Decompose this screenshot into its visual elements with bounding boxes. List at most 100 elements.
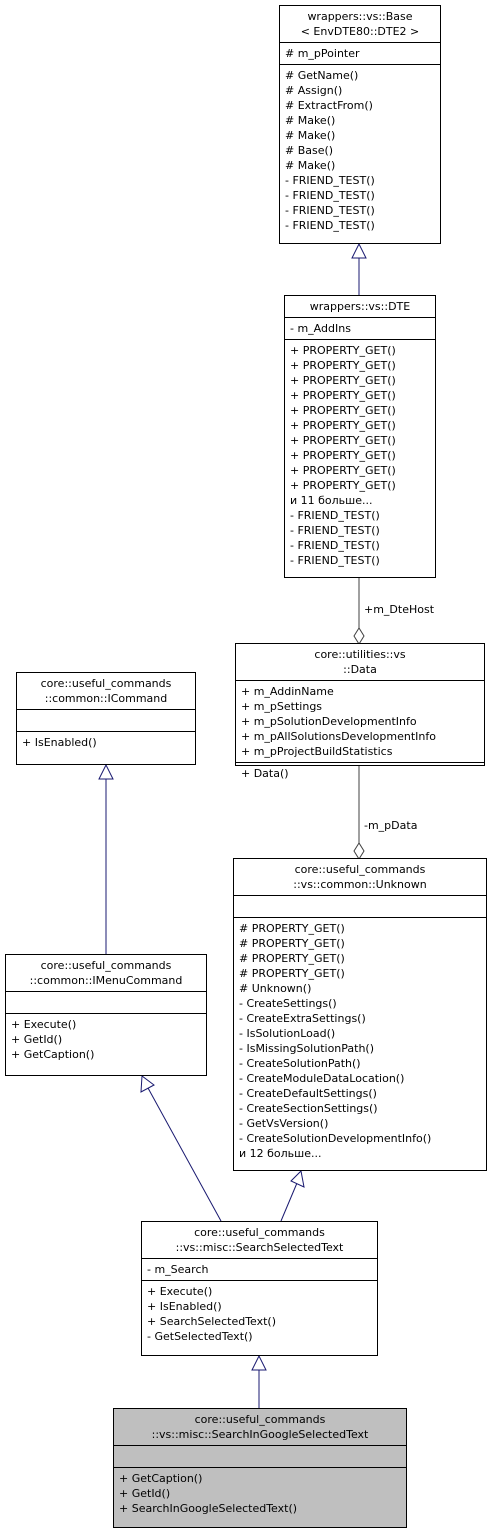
method-item: - IsMissingSolutionPath() — [239, 1042, 375, 1055]
class-name-line: ::common::ICommand — [44, 692, 168, 705]
class-attributes-compartment: - m_AddIns — [285, 317, 435, 339]
attribute-item: # m_pPointer — [285, 47, 360, 60]
method-item: - FRIEND_TEST() — [290, 539, 380, 552]
class-name-line: core::useful_commands — [194, 1226, 325, 1239]
method-item: - CreateExtraSettings() — [239, 1012, 366, 1025]
class-methods-compartment: # GetName() # Assign() # ExtractFrom() # Ma… — [280, 64, 440, 236]
method-item: # Make() — [285, 159, 336, 172]
method-item: - GetVsVersion() — [239, 1117, 329, 1130]
class-wrappers-vs-dte[interactable]: wrappers::vs::DTE- m_AddIns+ PROPERTY_GE… — [284, 295, 436, 578]
method-item: - GetSelectedText() — [147, 1330, 253, 1343]
class-methods-compartment: + GetCaption() + GetId() + SearchInGoogleS… — [114, 1467, 406, 1519]
method-item: # Make() — [285, 114, 336, 127]
method-item: + PROPERTY_GET() — [290, 449, 396, 462]
class-name-line: core::useful_commands — [194, 1413, 326, 1426]
class-title-compartment: core::useful_commands::common::ICommand — [17, 673, 195, 709]
attribute-item: - m_Search — [147, 1263, 209, 1276]
class-attributes-compartment — [234, 895, 486, 917]
class-core-utilities-vs-data[interactable]: core::utilities::vs::Data+ m_AddinName+ … — [235, 643, 485, 780]
method-item: + Data() — [241, 767, 289, 780]
method-item: и 11 больше... — [290, 494, 373, 507]
method-item: + GetId() — [119, 1487, 171, 1500]
composition-diamond-unknown — [353, 842, 365, 860]
method-item: + IsEnabled() — [22, 736, 97, 749]
class-search-in-google-selected-text[interactable]: core::useful_commands::vs::misc::SearchI… — [113, 1408, 407, 1528]
method-item: - CreateSolutionPath() — [239, 1057, 361, 1070]
attribute-item: + m_pAllSolutionsDevelopmentInfo — [241, 730, 436, 743]
method-item: + IsEnabled() — [147, 1300, 222, 1313]
edge-label-dte-host: +m_DteHost — [364, 603, 435, 616]
method-item: - FRIEND_TEST() — [285, 189, 375, 202]
class-name-line: wrappers::vs::DTE — [309, 300, 411, 313]
class-wrappers-vs-base[interactable]: wrappers::vs::Base< EnvDTE80::DTE2 ># m_… — [279, 5, 441, 244]
class-name-line: ::vs::misc::SearchSelectedText — [175, 1241, 344, 1254]
inherit-arrow-unknown — [290, 1169, 305, 1188]
class-title-compartment: core::useful_commands::vs::misc::SearchS… — [142, 1222, 377, 1258]
attribute-item: + m_pSolutionDevelopmentInfo — [241, 715, 417, 728]
class-methods-compartment: + IsEnabled() — [17, 731, 195, 753]
method-item: # Make() — [285, 129, 336, 142]
class-title-compartment: core::utilities::vs::Data — [236, 644, 484, 680]
class-imenu-command[interactable]: core::useful_commands::common::IMenuComm… — [5, 954, 207, 1076]
method-item: # Unknown() — [239, 982, 312, 995]
method-item: - FRIEND_TEST() — [290, 554, 380, 567]
class-attributes-compartment — [114, 1445, 406, 1467]
method-item: + PROPERTY_GET() — [290, 359, 396, 372]
method-item: + PROPERTY_GET() — [290, 374, 396, 387]
class-search-selected-text[interactable]: core::useful_commands::vs::misc::SearchS… — [141, 1221, 378, 1356]
method-item: # ExtractFrom() — [285, 99, 373, 112]
method-item: - FRIEND_TEST() — [290, 524, 380, 537]
class-methods-compartment: # PROPERTY_GET()# PROPERTY_GET()# PROPER… — [234, 917, 486, 1164]
method-item: + GetCaption() — [119, 1472, 203, 1485]
method-item: + PROPERTY_GET() — [290, 344, 396, 357]
inherit-arrow-search — [251, 1354, 267, 1371]
method-item: - IsSolutionLoad() — [239, 1027, 336, 1040]
attribute-item: + m_pSettings — [241, 700, 323, 713]
attribute-item: + m_pProjectBuildStatistics — [241, 745, 393, 758]
class-name-line: ::Data — [343, 663, 377, 676]
class-name-line: ::common::IMenuCommand — [29, 974, 183, 987]
class-icommand[interactable]: core::useful_commands::common::ICommand+… — [16, 672, 196, 765]
edge-search-to-unknown — [280, 1182, 298, 1222]
class-name-line: core::useful_commands — [40, 677, 172, 690]
method-item: - FRIEND_TEST() — [285, 174, 375, 187]
method-item: + GetId() — [11, 1033, 63, 1046]
class-name-line: < EnvDTE80::DTE2 > — [300, 25, 420, 38]
composition-diamond-data — [353, 627, 365, 645]
class-name-line: wrappers::vs::Base — [307, 10, 413, 23]
method-item: + SearchSelectedText() — [147, 1315, 277, 1328]
method-item: + PROPERTY_GET() — [290, 389, 396, 402]
class-title-compartment: core::useful_commands::vs::common::Unkno… — [234, 859, 486, 895]
method-item: + Execute() — [11, 1018, 77, 1031]
method-item: # PROPERTY_GET() — [239, 952, 345, 965]
class-attributes-compartment: - m_Search — [142, 1258, 377, 1280]
class-name-line: ::vs::misc::SearchInGoogleSelectedText — [151, 1428, 369, 1441]
method-item: + GetCaption() — [11, 1048, 95, 1061]
edge-label-p-data: -m_pData — [364, 819, 418, 832]
class-name-line: core::useful_commands — [40, 959, 172, 972]
method-item: # PROPERTY_GET() — [239, 967, 345, 980]
class-methods-compartment: + Execute() + GetId() + GetCaption() — [6, 1013, 206, 1065]
method-item: # Assign() — [285, 84, 343, 97]
method-item: + Execute() — [147, 1285, 213, 1298]
class-title-compartment: wrappers::vs::DTE — [285, 296, 435, 317]
method-item: + PROPERTY_GET() — [290, 404, 396, 417]
attribute-item: + m_AddinName — [241, 685, 334, 698]
method-item: - FRIEND_TEST() — [285, 204, 375, 217]
method-item: + PROPERTY_GET() — [290, 419, 396, 432]
class-attributes-compartment: + m_AddinName + m_pSettings + m_pSolutionD… — [236, 680, 484, 762]
method-item: - FRIEND_TEST() — [285, 219, 375, 232]
method-item: + PROPERTY_GET() — [290, 479, 396, 492]
method-item: - CreateModuleDataLocation() — [239, 1072, 405, 1085]
method-item: - CreateSectionSettings() — [239, 1102, 378, 1115]
class-vs-common-unknown[interactable]: core::useful_commands::vs::common::Unkno… — [233, 858, 487, 1171]
method-item: # Base() — [285, 144, 334, 157]
method-item: # GetName() — [285, 69, 359, 82]
class-methods-compartment: + Execute() + IsEnabled() + SearchSelected… — [142, 1280, 377, 1347]
inherit-arrow-imenu — [140, 1075, 155, 1093]
method-item: - CreateSettings() — [239, 997, 337, 1010]
method-item: + SearchInGoogleSelectedText() — [119, 1502, 298, 1515]
method-item: и 12 больше... — [239, 1147, 322, 1160]
